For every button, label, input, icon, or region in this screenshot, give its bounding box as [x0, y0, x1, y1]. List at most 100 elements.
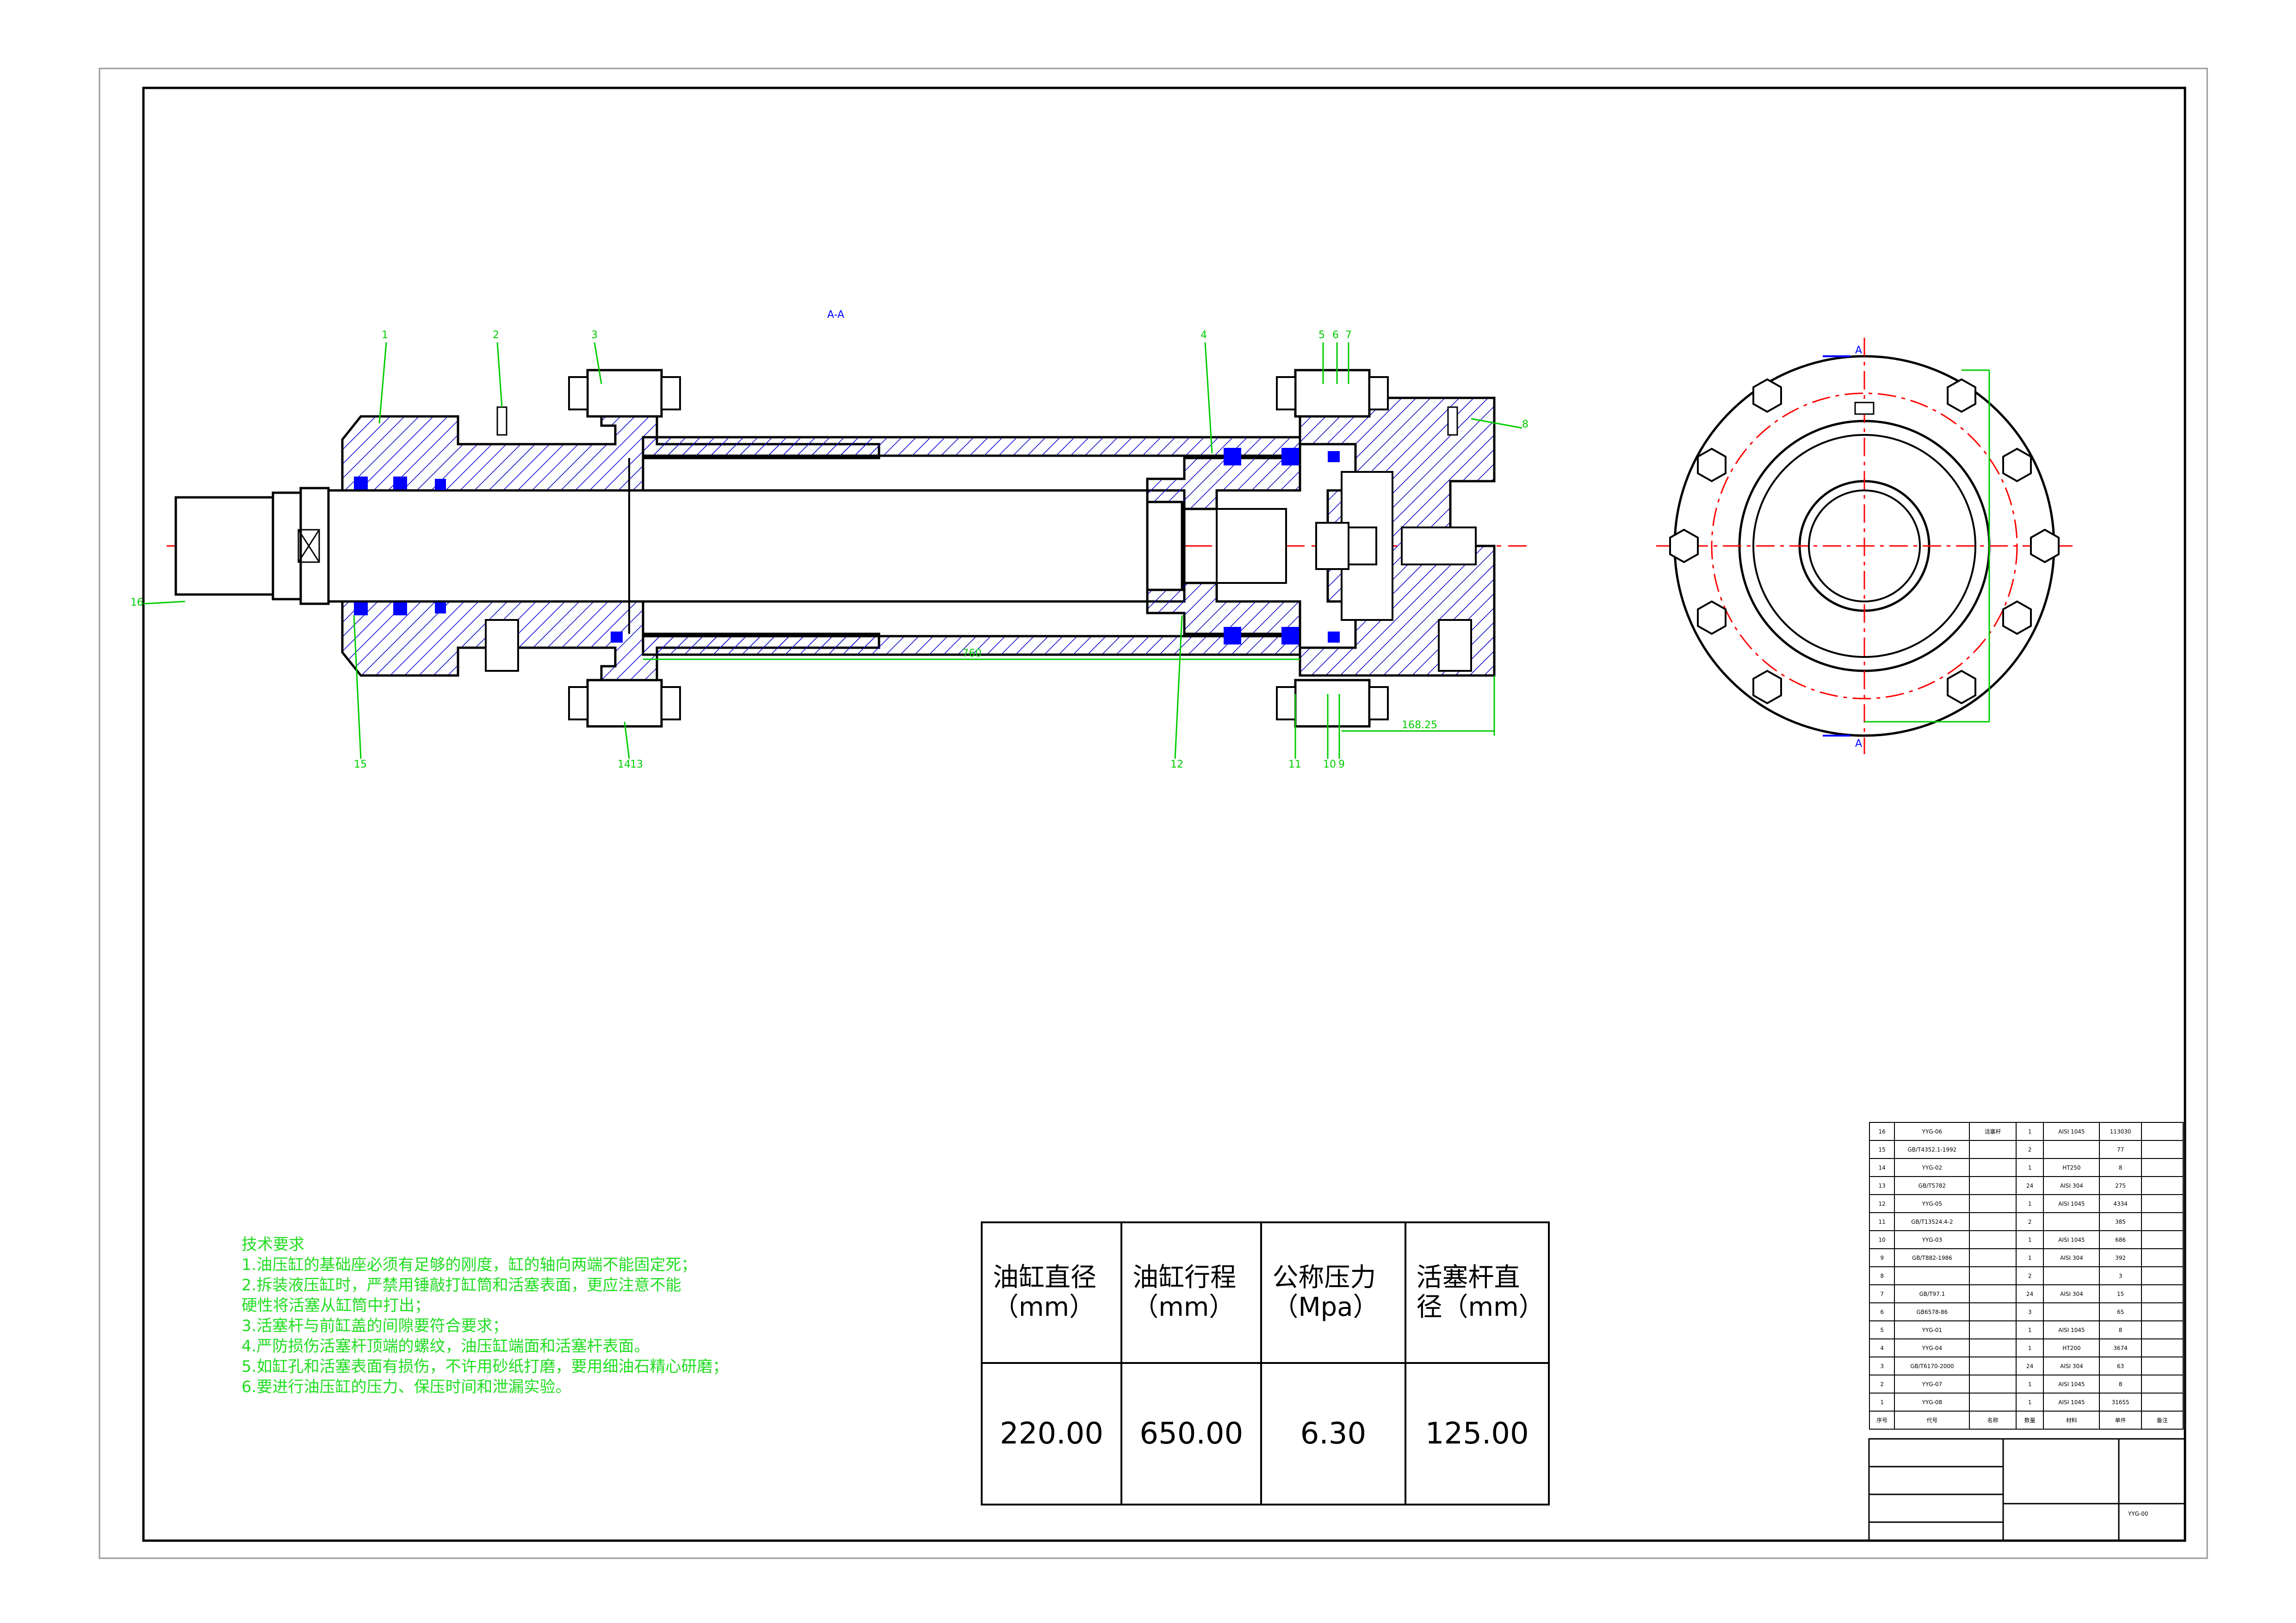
bom-cell: 1 — [2015, 1393, 2044, 1412]
end-view — [1656, 338, 2073, 754]
bom-cell — [2043, 1212, 2100, 1231]
tech-item: 2.拆装液压缸时，严禁用锤敲打缸筒和活塞表面，更应注意不能 — [241, 1276, 681, 1295]
bom-cell — [2141, 1266, 2184, 1285]
bom-cell — [1894, 1266, 1970, 1285]
bom-cell — [2141, 1230, 2184, 1249]
bom-cell: 14 — [1869, 1158, 1895, 1177]
bom-cell: 3 — [2015, 1302, 2044, 1321]
bom-cell: 3 — [1869, 1357, 1895, 1375]
bom-cell: 24 — [2015, 1176, 2044, 1195]
bom-cell — [2141, 1194, 2184, 1213]
bom-cell — [1969, 1230, 2017, 1249]
param-header-bore: 油缸直径（mm） — [980, 1221, 1123, 1364]
bom-cell — [1969, 1140, 2017, 1159]
bom-cell — [2141, 1284, 2184, 1303]
bom-cell — [2141, 1393, 2184, 1412]
tech-item: 6.要进行油压缸的压力、保压时间和泄漏实验。 — [241, 1378, 571, 1396]
bom-cell: 385 — [2099, 1212, 2142, 1231]
balloon-11: 11 — [1288, 759, 1301, 770]
bom-cell — [1969, 1266, 2017, 1285]
bom-cell — [1969, 1302, 2017, 1321]
bom-footer-cell: 材料 — [2043, 1411, 2100, 1430]
bom-cell — [2141, 1140, 2184, 1159]
rear-bolt-upper — [1294, 369, 1371, 418]
bom-footer-cell: 数量 — [2015, 1411, 2044, 1430]
bom-cell: GB/T97.1 — [1894, 1284, 1970, 1303]
param-value-rod: 125.00 — [1404, 1362, 1550, 1505]
bom-cell: YYG-08 — [1894, 1393, 1970, 1412]
bom-cell: 2 — [2015, 1212, 2044, 1231]
balloon-15: 15 — [354, 759, 367, 770]
bom-cell: 65 — [2099, 1302, 2142, 1321]
balloon-5: 5 — [1318, 329, 1325, 341]
bom-cell: 7 — [1869, 1284, 1895, 1303]
bom-cell: GB/T5782 — [1894, 1176, 1970, 1195]
bom-cell: YYG-04 — [1894, 1338, 1970, 1357]
bom-cell: 10 — [1869, 1230, 1895, 1249]
balloon-16: 16 — [130, 597, 143, 608]
bom-cell — [1969, 1375, 2017, 1394]
bom-cell: 1 — [2015, 1194, 2044, 1213]
balloon-12: 12 — [1170, 759, 1183, 770]
bom-cell: 13 — [1869, 1176, 1895, 1195]
bom-cell — [1969, 1248, 2017, 1267]
bom-cell — [2141, 1122, 2184, 1141]
seals — [354, 448, 1340, 644]
balloon-2: 2 — [493, 329, 499, 341]
bom-footer-cell: 备注 — [2141, 1411, 2184, 1430]
bom-footer-cell: 代号 — [1894, 1411, 1970, 1430]
bom-cell: HT200 — [2043, 1338, 2100, 1357]
balloon-9: 9 — [1338, 759, 1345, 770]
tech-item: 3.活塞杆与前缸盖的间隙要符合要求； — [241, 1317, 508, 1335]
rod-nut-detail — [297, 529, 320, 563]
bom-cell: 8 — [2099, 1158, 2142, 1177]
bom-cell: 8 — [2099, 1320, 2142, 1339]
param-value-pressure: 6.30 — [1260, 1362, 1406, 1505]
oil-port-front — [485, 619, 519, 672]
bom-cell: 8 — [2099, 1375, 2142, 1394]
piston-bore — [1146, 501, 1183, 591]
bleed-port — [1854, 402, 1875, 415]
bom-cell: 9 — [1869, 1248, 1895, 1267]
balloon-3: 3 — [591, 329, 598, 341]
bom-cell: 1 — [2015, 1338, 2044, 1357]
oil-port-rear — [1438, 619, 1472, 672]
bom-cell: YYG-02 — [1894, 1158, 1970, 1177]
bleed-screw-rear — [1447, 406, 1458, 436]
bom-cell: YYG-01 — [1894, 1320, 1970, 1339]
bom-cell — [1969, 1212, 2017, 1231]
bom-cell: 1 — [1869, 1393, 1895, 1412]
piston-nut — [1315, 522, 1349, 570]
bom-cell: 活塞杆 — [1969, 1122, 2017, 1141]
tech-item: 4.严防损伤活塞杆顶端的螺纹，油压缸端面和活塞杆表面。 — [241, 1337, 650, 1356]
bom-cell: AISI 1045 — [2043, 1230, 2100, 1249]
bom-cell — [2141, 1375, 2184, 1394]
bom-cell: 2 — [1869, 1375, 1895, 1394]
bom-cell — [1969, 1338, 2017, 1357]
bom-cell: 31655 — [2099, 1393, 2142, 1412]
bolt-heads — [1669, 378, 2060, 705]
bom-footer-cell: 单件 — [2099, 1411, 2142, 1430]
bom-cell: 63 — [2099, 1357, 2142, 1375]
piston — [1146, 457, 1301, 635]
outer-frame — [99, 68, 2208, 1559]
bom-cell — [1969, 1176, 2017, 1195]
bom-cell: GB6578-86 — [1894, 1302, 1970, 1321]
barrel-upper-wall — [642, 436, 1301, 457]
bom-cell: 15 — [1869, 1140, 1895, 1159]
bom-cell: AISI 1045 — [2043, 1122, 2100, 1141]
piston-rod — [327, 489, 1186, 603]
front-bolt-lower — [586, 679, 663, 728]
balloon-14: 14 — [618, 759, 631, 770]
rear-bolt-lower — [1294, 679, 1371, 728]
